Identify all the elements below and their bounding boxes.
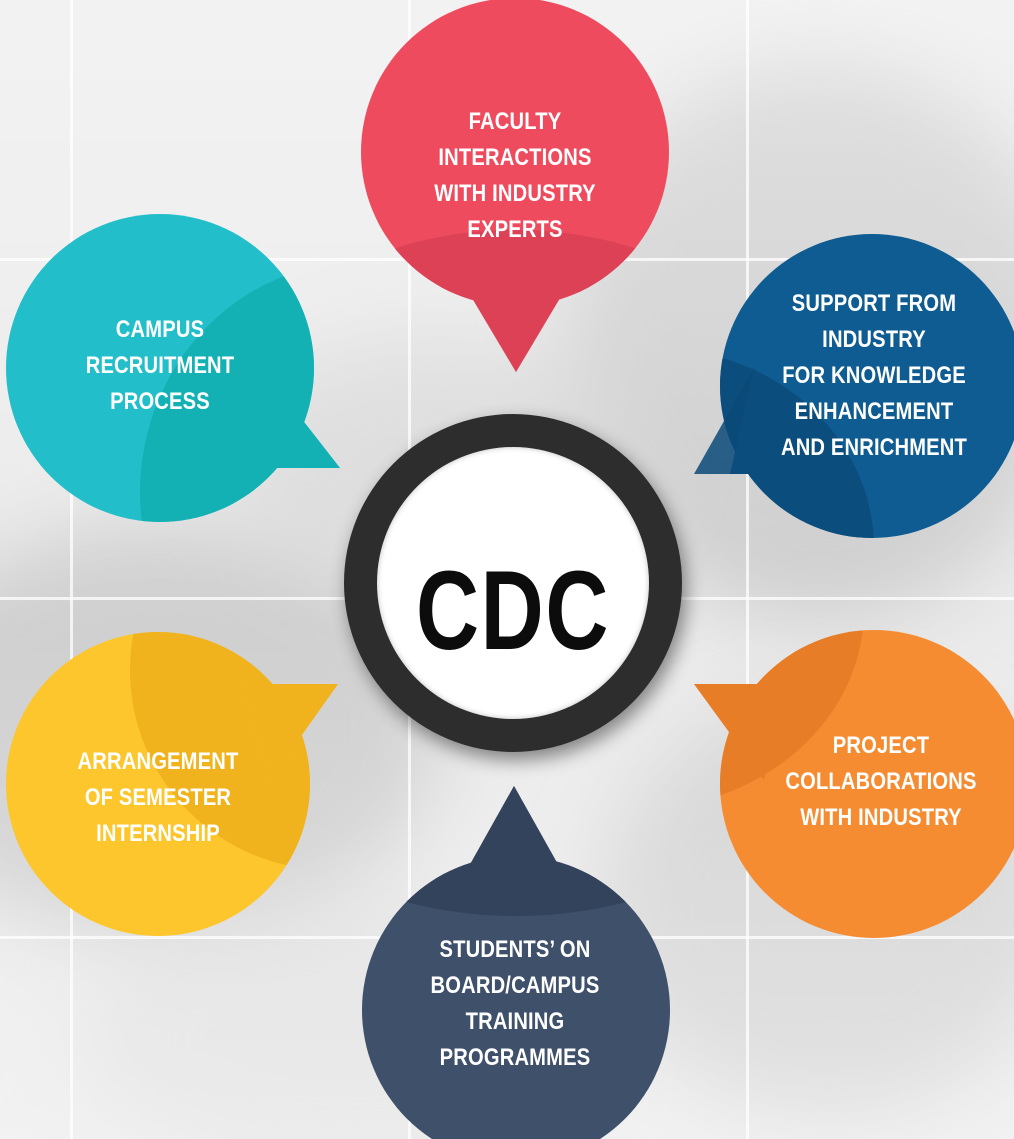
- bubble-support-shape: [694, 234, 1014, 538]
- bubble-line: TRAINING: [465, 1008, 565, 1035]
- bubble-recruitment-shape: [6, 214, 340, 522]
- bubble-line: WITH INDUSTRY: [434, 180, 596, 207]
- bubble-internship: ARRANGEMENT OF SEMESTER INTERNSHIP: [0, 630, 340, 940]
- bubble-line: RECRUITMENT: [85, 352, 235, 379]
- bubble-line: PROJECT: [832, 732, 930, 759]
- bubble-line: INTERNSHIP: [96, 820, 220, 847]
- hub-title: CDC: [416, 548, 610, 673]
- bubble-faculty: FACULTY INTERACTIONS WITH INDUSTRY EXPERTS: [360, 0, 670, 380]
- bubble-project-text: PROJECT COLLABORATIONS WITH INDUSTRY: [774, 728, 987, 836]
- bubble-support-text: SUPPORT FROM INDUSTRY FOR KNOWLEDGE ENHANCE…: [765, 286, 983, 466]
- cdc-hub: CDC: [344, 414, 682, 752]
- bubble-line: STUDENTS’ ON: [439, 936, 591, 963]
- bubble-line: PROCESS: [110, 388, 210, 415]
- bubble-line: PROGRAMMES: [439, 1044, 591, 1071]
- bubble-students-text: STUDENTS’ ON BOARD/CAMPUS TRAINING PROGRAMM…: [385, 932, 645, 1076]
- bubble-internship-text: ARRANGEMENT OF SEMESTER INTERNSHIP: [42, 744, 274, 852]
- bubble-line: WITH INDUSTRY: [800, 804, 962, 831]
- bubble-faculty-shape: [361, 0, 669, 372]
- bubble-internship-shape: [6, 632, 338, 936]
- bubble-line: ENHANCEMENT: [794, 398, 954, 425]
- bubble-students-shape: [362, 786, 670, 1139]
- hub-inner: CDC: [377, 447, 649, 719]
- bubble-line: AND ENRICHMENT: [780, 434, 968, 461]
- bubble-line: ARRANGEMENT: [77, 748, 239, 775]
- bubble-line: SUPPORT FROM: [791, 290, 957, 317]
- bubble-line: FACULTY: [468, 108, 562, 135]
- bubble-faculty-text: FACULTY INTERACTIONS WITH INDUSTRY EXPERTS: [385, 104, 645, 248]
- bubble-project: PROJECT COLLABORATIONS WITH INDUSTRY: [694, 630, 1014, 940]
- bubble-line: INTERACTIONS: [438, 144, 592, 171]
- bubble-line: COLLABORATIONS: [785, 768, 977, 795]
- bubble-students: STUDENTS’ ON BOARD/CAMPUS TRAINING PROGRAMM…: [360, 786, 670, 1139]
- bubble-recruitment-text: CAMPUS RECRUITMENT PROCESS: [42, 312, 277, 420]
- bubble-line: INDUSTRY: [822, 326, 926, 353]
- bubble-line: FOR KNOWLEDGE: [782, 362, 966, 389]
- bubble-recruitment: CAMPUS RECRUITMENT PROCESS: [0, 212, 342, 524]
- bubble-support: SUPPORT FROM INDUSTRY FOR KNOWLEDGE ENHANCE…: [694, 234, 1014, 538]
- bubble-line: CAMPUS: [115, 316, 205, 343]
- bubble-project-shape: [694, 630, 1014, 938]
- bubble-line: EXPERTS: [467, 216, 563, 243]
- bubble-line: BOARD/CAMPUS: [430, 972, 600, 999]
- bubble-line: OF SEMESTER: [84, 784, 232, 811]
